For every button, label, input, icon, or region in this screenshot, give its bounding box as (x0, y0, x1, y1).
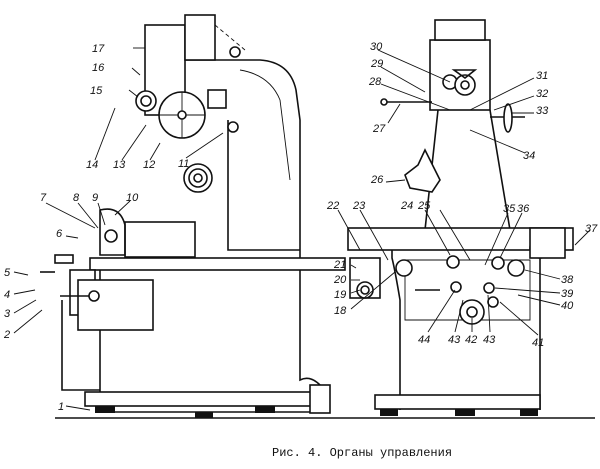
label-33: 33 (536, 105, 549, 117)
label-41: 41 (532, 337, 544, 349)
label-14: 14 (86, 159, 98, 171)
label-21: 21 (333, 259, 346, 271)
label-24: 24 (400, 200, 413, 212)
label-22: 22 (326, 200, 339, 212)
label-37: 37 (585, 223, 598, 235)
label-11: 11 (178, 158, 189, 170)
figure-caption: Рис. 4. Органы управления (272, 446, 452, 460)
label-16: 16 (92, 62, 105, 74)
label-9: 9 (92, 192, 98, 204)
label-38: 38 (561, 274, 574, 286)
label-44: 44 (418, 334, 430, 346)
label-32: 32 (536, 88, 548, 100)
front-view (347, 19, 574, 416)
label-31: 31 (536, 70, 548, 82)
label-15: 15 (90, 85, 103, 97)
label-6: 6 (56, 228, 63, 240)
leader-lines (13, 47, 591, 411)
label-1: 1 (58, 401, 64, 413)
label-26: 26 (370, 174, 384, 186)
label-13: 13 (113, 159, 126, 171)
label-7: 7 (40, 192, 47, 204)
callout-labels-left: 1 2 3 4 5 6 7 8 9 10 11 12 13 14 15 16 1… (3, 43, 189, 413)
label-20: 20 (333, 274, 347, 286)
left-side-view (40, 14, 346, 418)
label-23: 23 (352, 200, 366, 212)
label-4: 4 (4, 289, 10, 301)
label-36: 36 (517, 203, 530, 215)
label-28: 28 (368, 76, 382, 88)
label-3: 3 (4, 308, 11, 320)
label-19: 19 (334, 289, 346, 301)
label-10: 10 (126, 192, 139, 204)
label-39: 39 (561, 288, 573, 300)
label-2: 2 (3, 329, 10, 341)
label-40: 40 (561, 300, 574, 312)
callout-labels-right: 18 19 20 21 22 23 24 25 26 27 28 29 30 3… (326, 41, 598, 349)
label-18: 18 (334, 305, 347, 317)
label-27: 27 (372, 123, 386, 135)
label-12: 12 (143, 159, 155, 171)
label-34: 34 (523, 150, 535, 162)
label-17: 17 (92, 43, 105, 55)
label-30: 30 (370, 41, 383, 53)
label-43: 43 (448, 334, 461, 346)
label-5: 5 (4, 267, 11, 279)
label-43-second: 43 (483, 334, 496, 346)
label-42: 42 (465, 334, 477, 346)
label-29: 29 (370, 58, 383, 70)
label-8: 8 (73, 192, 80, 204)
label-25: 25 (417, 200, 431, 212)
label-35: 35 (503, 203, 516, 215)
